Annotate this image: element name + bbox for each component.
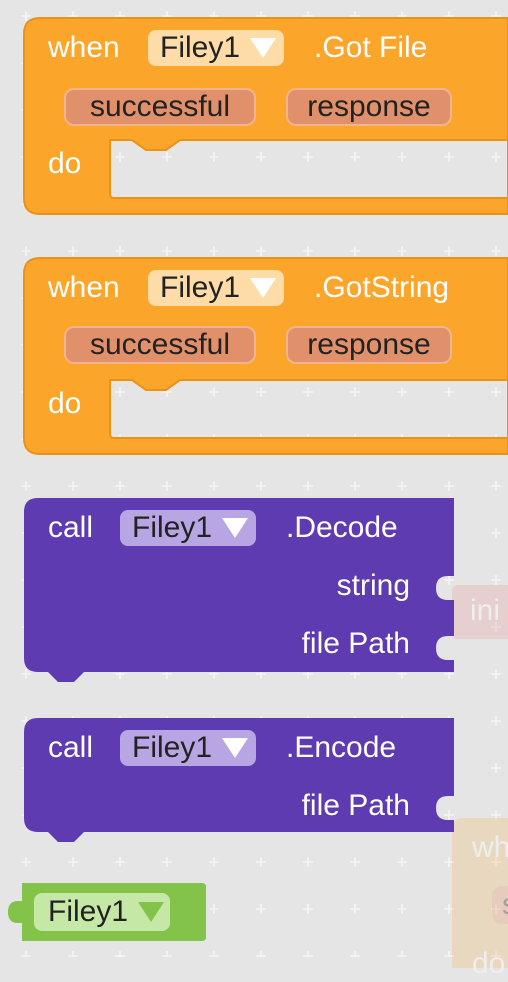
do-label: do xyxy=(48,147,82,180)
component-dropdown[interactable]: Filey1 xyxy=(34,893,171,931)
component-block-filey1[interactable]: Filey1 xyxy=(6,883,206,943)
event-block-got-string[interactable]: when Filey1 .GotString successful respon… xyxy=(23,257,508,458)
param-response[interactable]: response xyxy=(286,88,452,126)
dropdown-arrow-icon xyxy=(250,278,277,298)
param-response[interactable]: response xyxy=(286,326,452,364)
ghost-init-block[interactable]: ini xyxy=(452,585,508,639)
ghost-do-label: do xyxy=(472,947,506,980)
call-label: call xyxy=(48,731,94,764)
component-dropdown-label: Filey1 xyxy=(132,731,213,764)
do-label: do xyxy=(48,387,82,420)
arg-file-path-label: file Path xyxy=(301,627,410,660)
component-dropdown-label: Filey1 xyxy=(132,511,213,544)
component-dropdown[interactable]: Filey1 xyxy=(120,510,257,546)
param-successful-label: successful xyxy=(89,90,231,123)
param-response-label: response xyxy=(307,328,431,361)
method-name: .Decode xyxy=(286,511,398,544)
param-successful[interactable]: successful xyxy=(64,88,256,126)
event-block-got-file[interactable]: when Filey1 .Got File successful respons… xyxy=(23,17,508,218)
when-label: when xyxy=(48,271,120,304)
param-response-label: response xyxy=(307,90,431,123)
method-block-encode[interactable]: call Filey1 .Encode file Path xyxy=(24,718,464,848)
ghost-when-label: wh xyxy=(472,831,508,864)
when-label: when xyxy=(48,31,120,64)
call-label: call xyxy=(48,511,94,544)
component-dropdown-label: Filey1 xyxy=(160,31,241,64)
dropdown-arrow-icon xyxy=(250,38,277,58)
component-dropdown[interactable]: Filey1 xyxy=(148,270,285,306)
event-name: .GotString xyxy=(314,271,450,304)
component-dropdown-label: Filey1 xyxy=(48,895,129,928)
ghost-param-label: s xyxy=(502,887,508,923)
param-successful[interactable]: successful xyxy=(64,326,256,364)
event-name: .Got File xyxy=(314,31,428,64)
method-block-decode[interactable]: call Filey1 .Decode string file Path xyxy=(24,498,464,688)
component-dropdown[interactable]: Filey1 xyxy=(120,730,257,766)
component-dropdown[interactable]: Filey1 xyxy=(148,30,285,66)
dropdown-arrow-icon xyxy=(138,902,165,922)
method-name: .Encode xyxy=(286,731,397,764)
component-dropdown-label: Filey1 xyxy=(160,271,241,304)
param-successful-label: successful xyxy=(89,328,231,361)
arg-file-path-label: file Path xyxy=(301,789,410,822)
dropdown-arrow-icon xyxy=(222,518,249,538)
dropdown-arrow-icon xyxy=(222,738,249,758)
event-block-shape xyxy=(23,257,508,455)
arg-string-label: string xyxy=(336,569,410,602)
ghost-init-label: ini xyxy=(470,594,501,627)
event-block-shape xyxy=(23,17,508,215)
